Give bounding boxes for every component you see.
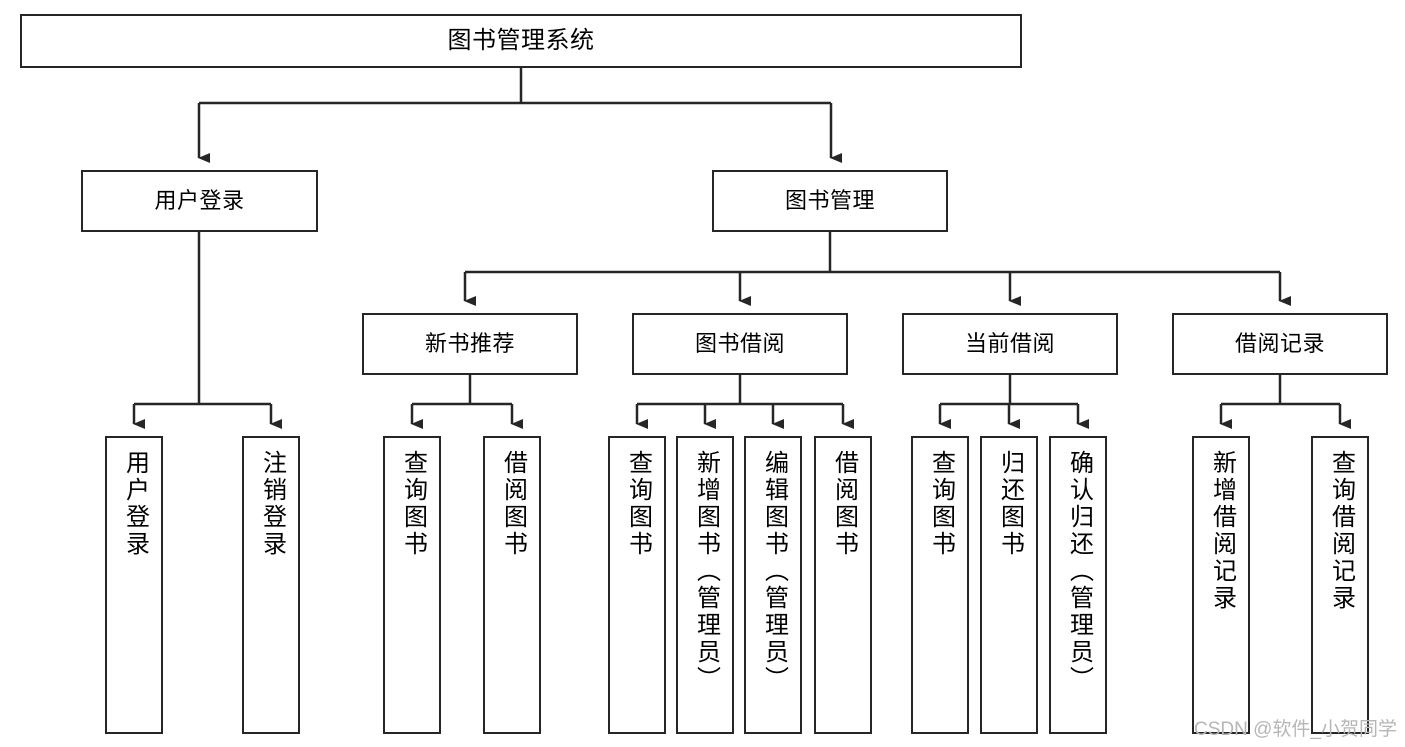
node-leaf-record-add-record[interactable]: 新增借阅记录 (1192, 436, 1250, 734)
node-label: 归还图书 (996, 450, 1024, 558)
node-book-management[interactable]: 图书管理 (712, 170, 948, 232)
node-leaf-record-query-record[interactable]: 查询借阅记录 (1311, 436, 1369, 734)
node-label: 图书借阅 (694, 331, 785, 357)
node-new-book-recommend[interactable]: 新书推荐 (362, 313, 578, 375)
node-leaf-user-login-signout[interactable]: 注销登录 (242, 436, 300, 734)
node-leaf-recommend-borrow-book[interactable]: 借阅图书 (483, 436, 541, 734)
node-leaf-borrow-query-book[interactable]: 查询图书 (608, 436, 666, 734)
node-label: 借阅图书 (499, 450, 527, 558)
node-label: 图书管理 (784, 188, 875, 214)
node-leaf-current-query-book[interactable]: 查询图书 (911, 436, 969, 734)
node-borrow-record[interactable]: 借阅记录 (1172, 313, 1388, 375)
node-label: 查询图书 (624, 450, 652, 558)
node-current-borrow[interactable]: 当前借阅 (902, 313, 1118, 375)
node-leaf-recommend-query-book[interactable]: 查询图书 (383, 436, 441, 734)
node-label: 借阅记录 (1234, 331, 1325, 357)
node-label: 新增图书（管理员） (692, 450, 720, 693)
node-leaf-current-return-book[interactable]: 归还图书 (980, 436, 1038, 734)
node-leaf-user-login-signin[interactable]: 用户登录 (105, 436, 163, 734)
node-label: 确认归还（管理员） (1065, 450, 1093, 693)
node-label: 借阅图书 (830, 450, 858, 558)
node-label: 查询图书 (927, 450, 955, 558)
node-root-book-management-system[interactable]: 图书管理系统 (20, 14, 1022, 68)
node-label: 新书推荐 (424, 331, 515, 357)
node-label: 图书管理系统 (447, 26, 595, 54)
node-leaf-current-confirm-return-admin[interactable]: 确认归还（管理员） (1049, 436, 1107, 734)
node-label: 新增借阅记录 (1208, 450, 1236, 612)
node-leaf-borrow-borrow-book[interactable]: 借阅图书 (814, 436, 872, 734)
node-label: 当前借阅 (964, 331, 1055, 357)
node-user-login[interactable]: 用户登录 (81, 170, 318, 232)
node-label: 查询借阅记录 (1327, 450, 1355, 612)
node-leaf-borrow-add-book-admin[interactable]: 新增图书（管理员） (676, 436, 734, 734)
node-book-borrow[interactable]: 图书借阅 (632, 313, 848, 375)
node-leaf-borrow-edit-book-admin[interactable]: 编辑图书（管理员） (744, 436, 802, 734)
node-label: 用户登录 (121, 450, 149, 558)
node-label: 注销登录 (258, 450, 286, 558)
node-label: 编辑图书（管理员） (760, 450, 788, 693)
node-label: 查询图书 (399, 450, 427, 558)
node-label: 用户登录 (154, 188, 245, 214)
